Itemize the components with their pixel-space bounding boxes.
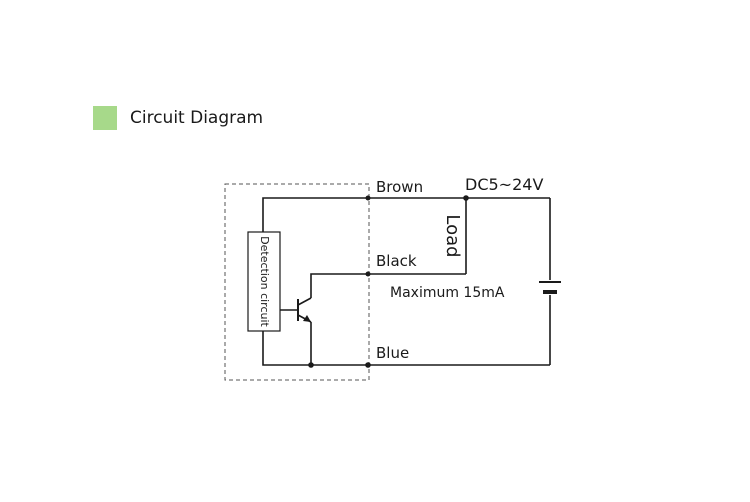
blue-label: Blue: [376, 344, 409, 362]
black-label: Black: [376, 252, 417, 270]
npn-transistor-icon: [280, 297, 312, 365]
black-wire: [310, 273, 466, 298]
max-current-label: Maximum 15mA: [390, 285, 505, 301]
blue-wire: [262, 331, 550, 366]
section-marker: [93, 106, 117, 130]
load-label: Load: [442, 214, 463, 257]
section-header: Circuit Diagram: [93, 106, 263, 130]
brown-label: Brown: [376, 178, 423, 196]
battery-icon: [539, 281, 561, 294]
sensor-enclosure: [224, 183, 370, 381]
brown-wire: [262, 197, 550, 232]
junction-blue-terminal: [365, 362, 371, 368]
detection-circuit-label: Detection circuit: [258, 236, 271, 327]
junction-black-terminal: [365, 271, 371, 277]
junction-brown-terminal: [365, 195, 371, 201]
supply-label: DC5~24V: [465, 175, 543, 194]
junction-emitter-blue: [308, 362, 314, 368]
junction-brown-load: [463, 195, 469, 201]
section-title: Circuit Diagram: [130, 108, 264, 128]
detection-circuit-box: [247, 231, 281, 332]
